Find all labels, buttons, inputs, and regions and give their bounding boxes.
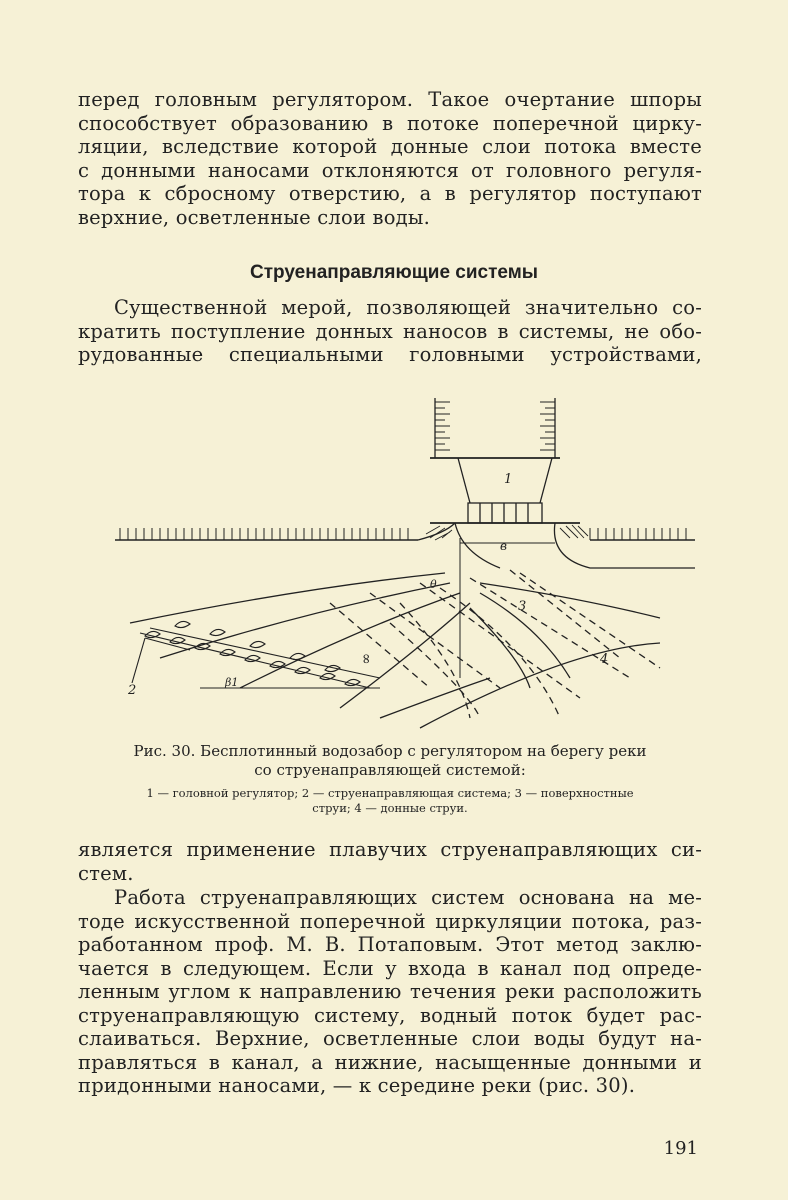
label-theta: θ	[430, 578, 437, 591]
text-line: тора к сбросному отверстию, а в регулято…	[78, 182, 702, 205]
caption-line: со струенаправляющей системой:	[254, 761, 526, 779]
text-line: работанном проф. М. В. Потаповым. Этот м…	[78, 933, 702, 956]
text-line: тоде искусственной поперечной циркуляции…	[78, 909, 702, 933]
text-line: правляться в канал, а нижние, насыщенные…	[78, 1050, 702, 1074]
head-regulator: 1	[430, 457, 580, 524]
width-dimension: в ∞	[358, 538, 555, 678]
text-line: слаиваться. Верхние, осветленные слои во…	[78, 1027, 702, 1050]
text-line: рудованные специальными головными устрой…	[78, 343, 702, 366]
text-line: струенаправляющую систему, водный поток …	[78, 1003, 702, 1027]
label-infinity: ∞	[358, 653, 374, 665]
page-number: 191	[663, 1138, 698, 1159]
paragraph-3: является применение плавучих струенаправ…	[78, 838, 702, 885]
text-line: Работа струенаправляющих систем основана…	[114, 886, 702, 909]
text-line: перед головным регулятором. Такое очерта…	[78, 88, 702, 111]
legend-line: 1 — головной регулятор; 2 — струенаправл…	[146, 786, 634, 800]
text-line: чается в следующем. Если у входа в канал…	[78, 956, 702, 980]
bottom-streams: 4	[329, 569, 661, 719]
label-4: 4	[599, 652, 608, 667]
label-3: 3	[518, 599, 526, 614]
label-beta: β1	[224, 676, 238, 689]
canal	[430, 398, 560, 459]
riverbank	[115, 522, 695, 569]
caption-line: Рис. 30. Бесплотинный водозабор с регуля…	[133, 742, 647, 760]
text-line: ленным углом к направлению течения реки …	[78, 980, 702, 1003]
guide-vane-system: 2 β1 θ	[127, 578, 437, 698]
surface-streams: 3	[129, 572, 661, 729]
paragraph-2: Существенной мерой, позволяющей значител…	[78, 296, 702, 367]
label-b: в	[500, 539, 507, 553]
text-line: Существенной мерой, позволяющей значител…	[114, 296, 702, 319]
legend-line: струи; 4 — донные струи.	[312, 801, 468, 815]
text-line: способствует образованию в потоке попере…	[78, 111, 702, 135]
paragraph-4: Работа струенаправляющих систем основана…	[78, 886, 702, 1098]
label-1: 1	[504, 472, 512, 487]
text-line: ляции, вследствие которой донные слои по…	[78, 135, 702, 158]
section-heading: Струенаправляющие системы	[249, 262, 539, 283]
text-line: кратить поступление донных наносов в сис…	[78, 319, 702, 343]
label-2: 2	[127, 683, 136, 698]
paragraph-1: перед головным регулятором. Такое очерта…	[78, 88, 702, 229]
text-line: придонными наносами, — к середине реки (…	[78, 1074, 636, 1097]
text-line: верхние, осветленные слои воды.	[78, 205, 430, 229]
text-line: стем.	[78, 861, 134, 885]
figure-legend: 1 — головной регулятор; 2 — струенаправл…	[78, 786, 702, 816]
text-line: с донными наносами отклоняются от головн…	[78, 158, 702, 182]
figure-caption: Рис. 30. Бесплотинный водозабор с регуля…	[78, 742, 702, 780]
figure-30-diagram: 1 в ∞	[115, 398, 695, 729]
text-line: является применение плавучих струенаправ…	[78, 838, 702, 861]
